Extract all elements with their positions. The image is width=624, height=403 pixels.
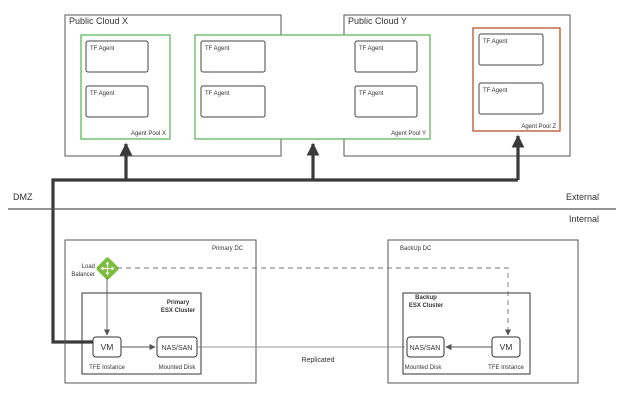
zone-divider: DMZ External Internal	[8, 192, 616, 224]
agent-pool-y: TF Agent TF Agent TF Agent TF Agent Agen…	[194, 34, 431, 140]
backup-cluster-line2: ESX Cluster	[409, 303, 444, 309]
backup-esx-cluster	[402, 292, 531, 375]
backup-storage-caption: Mounted Disk	[405, 365, 443, 371]
primary-storage-caption: Mounted Disk	[159, 365, 197, 371]
tf-agent-y1	[200, 40, 266, 73]
load-balancer: Load Balancer	[71, 257, 119, 280]
tf-agent-z1-label: TF Agent	[483, 39, 508, 45]
tf-agent-z1	[478, 33, 544, 66]
agent-connector-bus	[51, 134, 525, 344]
primary-vm-label: VM	[101, 342, 114, 352]
replicated-label: Replicated	[301, 357, 334, 364]
tf-agent-x2	[85, 85, 149, 118]
tf-agent-x1-label: TF Agent	[90, 46, 115, 52]
load-balancer-icon	[96, 257, 119, 280]
tf-agent-x1	[85, 40, 149, 73]
tf-agent-y4	[354, 85, 418, 118]
primary-esx-cluster	[81, 292, 202, 375]
tf-agent-y4-label: TF Agent	[359, 91, 384, 97]
tf-agent-z2-label: TF Agent	[483, 88, 508, 94]
primary-dc-title: Primary DC	[212, 246, 244, 252]
internal-label: Internal	[569, 214, 599, 224]
external-label: External	[566, 192, 599, 202]
backup-dc: BackUp DC Backup ESX Cluster NAS/SAN Mou…	[387, 239, 579, 384]
agent-pool-x-label: Agent Pool X	[131, 131, 166, 137]
tf-agent-y2-label: TF Agent	[205, 91, 230, 97]
load-balancer-label-line1: Load	[82, 264, 95, 270]
dmz-label: DMZ	[13, 192, 33, 202]
lb-to-backup-vm-dashed-arrow	[117, 267, 512, 336]
primary-storage-label: NAS/SAN	[162, 345, 193, 352]
agent-pool-z: TF Agent TF Agent Agent Pool Z	[472, 27, 561, 132]
agent-pool-x: TF Agent TF Agent Agent Pool X	[80, 34, 171, 140]
backup-vm-caption: TFE Instance	[488, 365, 524, 371]
backup-vm-label: VM	[500, 342, 513, 352]
primary-cluster-line2: ESX Cluster	[161, 308, 196, 314]
agent-pool-y-label: Agent Pool Y	[391, 131, 426, 137]
public-cloud-x-title: Public Cloud X	[69, 16, 128, 26]
primary-vm-caption: TFE Instance	[89, 365, 125, 371]
internal-connectors	[103, 267, 512, 351]
load-balancer-label-line2: Balancer	[71, 272, 95, 278]
backup-dc-title: BackUp DC	[400, 246, 432, 252]
tf-agent-x2-label: TF Agent	[90, 91, 115, 97]
tf-agent-y3-label: TF Agent	[359, 46, 384, 52]
primary-cluster-line1: Primary	[167, 300, 190, 306]
primary-dc: Primary DC Primary ESX Cluster VM TFE In…	[64, 239, 257, 384]
tf-agent-y3	[354, 40, 418, 73]
public-cloud-y-title: Public Cloud Y	[348, 16, 407, 26]
backup-cluster-line1: Backup	[415, 295, 437, 301]
tf-agent-y1-label: TF Agent	[205, 46, 230, 52]
backup-storage	[406, 336, 445, 358]
agent-pool-z-label: Agent Pool Z	[521, 124, 556, 130]
backup-storage-label: NAS/SAN	[410, 345, 441, 352]
tf-agent-y2	[200, 85, 266, 118]
tf-agent-z2	[478, 82, 544, 115]
